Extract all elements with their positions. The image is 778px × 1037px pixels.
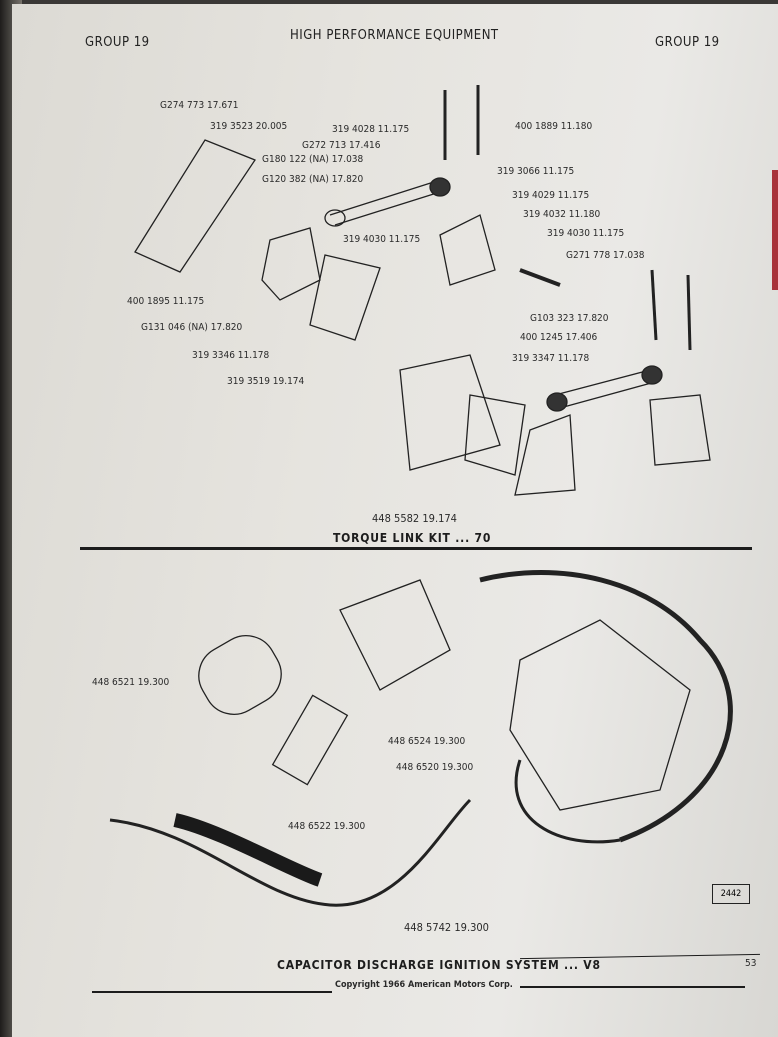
page-title: HIGH PERFORMANCE EQUIPMENT [290, 28, 499, 43]
part-label: 448 6524 19.300 [388, 736, 466, 747]
harness-drawing [479, 570, 733, 843]
section-divider [80, 547, 752, 550]
distributor-drawing [339, 579, 451, 691]
bracket-drawing [261, 227, 321, 301]
part-label: G180 122 (NA) 17.038 [262, 154, 364, 165]
part-label: 319 4030 11.175 [343, 234, 421, 245]
page-number: 53 [745, 958, 757, 969]
ignition-caption: CAPACITOR DISCHARGE IGNITION SYSTEM ... … [277, 958, 601, 972]
coil-drawing [198, 635, 282, 715]
part-label: 319 3519 19.174 [227, 376, 305, 387]
part-label: G274 773 17.671 [160, 100, 239, 111]
control-box-drawing [509, 619, 691, 811]
part-label: 448 6522 19.300 [288, 821, 366, 832]
part-label: 400 1895 11.175 [127, 296, 205, 307]
part-label: G271 778 17.038 [566, 250, 645, 261]
part-label: G120 382 (NA) 17.820 [262, 174, 364, 185]
part-label: 448 5742 19.300 [404, 921, 489, 934]
part-label: 319 3347 11.178 [512, 353, 590, 364]
figure-number: 2442 [712, 884, 750, 904]
copyright: Copyright 1966 American Motors Corp. [335, 980, 513, 990]
part-label: 400 1245 17.406 [520, 332, 598, 343]
part-label: 319 4028 11.175 [332, 124, 410, 135]
part-label: G103 323 17.820 [530, 313, 609, 324]
torque-kit-caption: TORQUE LINK KIT ... 70 [333, 531, 492, 545]
bracket-drawing [439, 214, 496, 286]
part-label: 319 3523 20.005 [210, 121, 288, 132]
kit-part-number: 448 5582 19.174 [372, 512, 457, 525]
group-label-right: GROUP 19 [655, 35, 720, 50]
footer-rule-left [92, 991, 332, 993]
part-label: 319 3066 11.175 [497, 166, 575, 177]
part-label: 319 4029 11.175 [512, 190, 590, 201]
link-rod-drawing [329, 179, 441, 226]
part-label: 400 1889 11.180 [515, 121, 593, 132]
group-label-left: GROUP 19 [85, 35, 150, 50]
plate-bracket-drawing [309, 254, 381, 341]
part-label: 319 4032 11.180 [523, 209, 601, 220]
part-label: G272 713 17.416 [302, 140, 381, 151]
catalog-page [12, 4, 778, 1037]
footer-rule-right [520, 986, 745, 988]
part-label: G131 046 (NA) 17.820 [141, 322, 243, 333]
part-label: 319 3346 11.178 [192, 350, 270, 361]
page-tab [772, 170, 778, 290]
part-label: 448 6520 19.300 [396, 762, 474, 773]
part-label: 448 6521 19.300 [92, 677, 170, 688]
part-label: 319 4030 11.175 [547, 228, 625, 239]
mounting-plate-drawing [134, 139, 256, 273]
